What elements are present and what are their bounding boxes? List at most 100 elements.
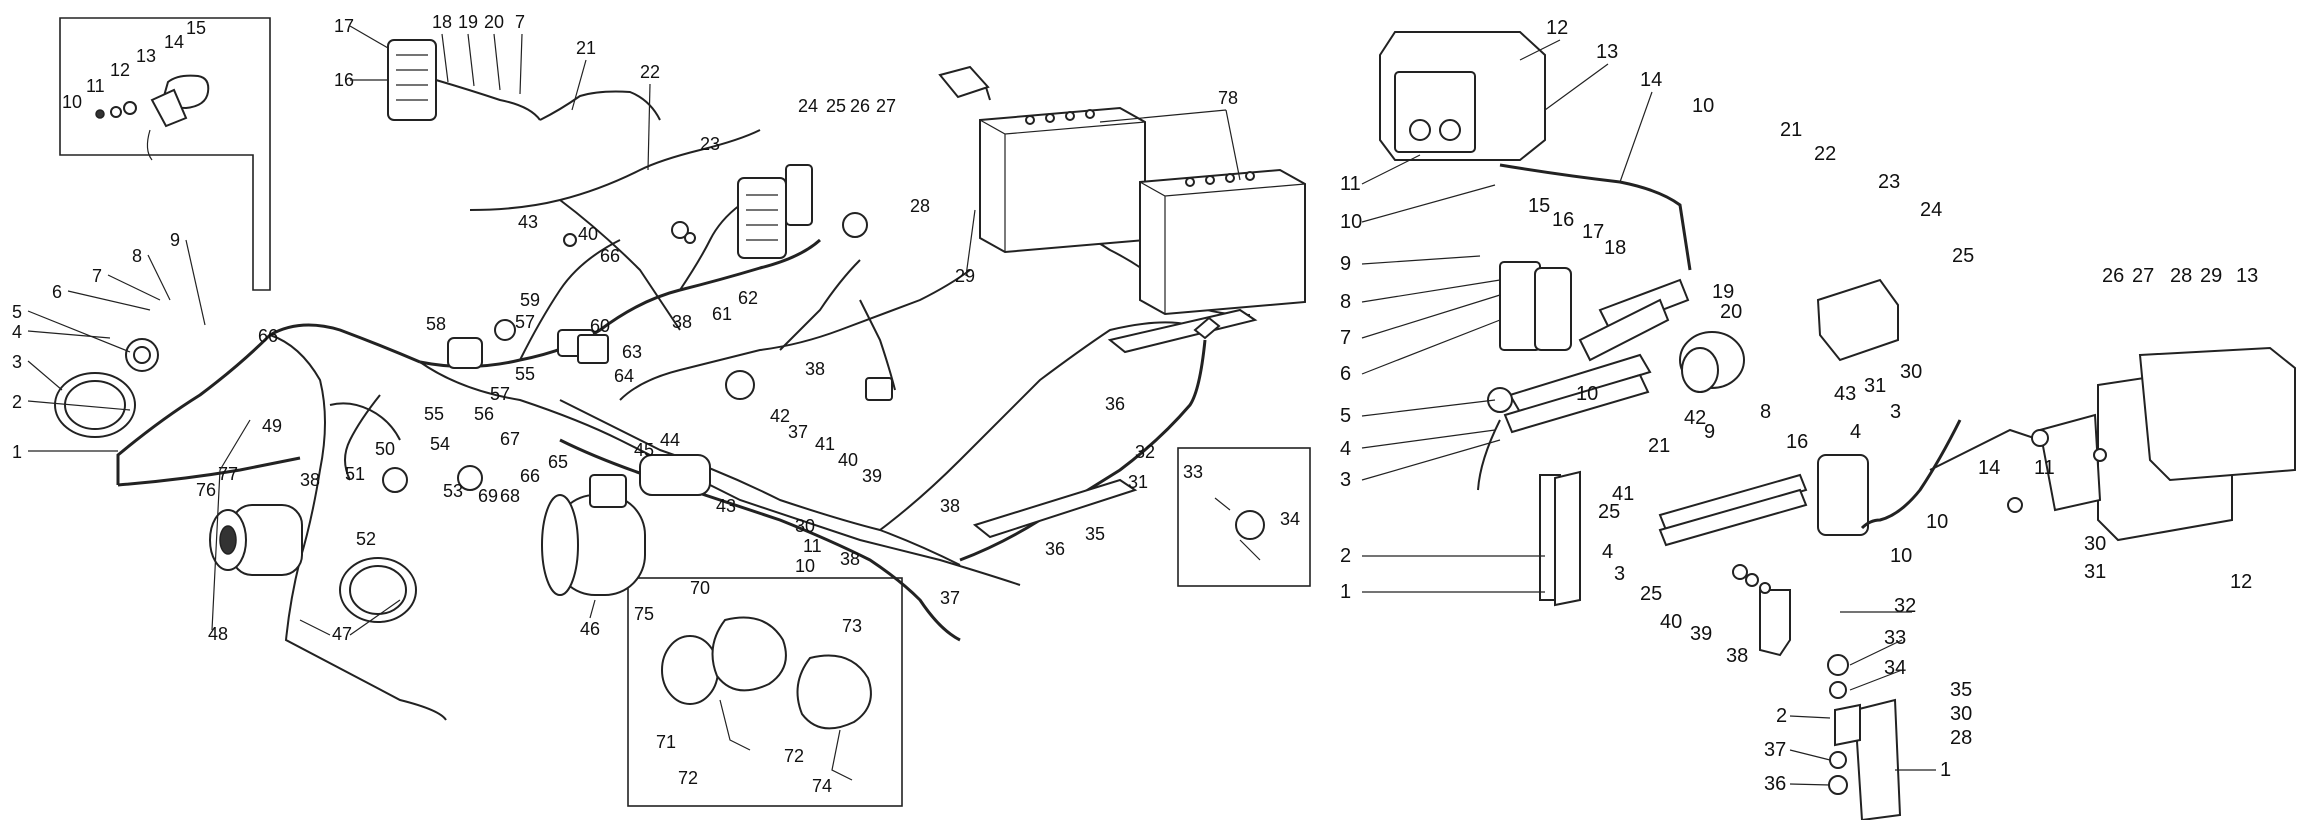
callout-73: 73 <box>842 616 862 636</box>
rcallout-29: 29 <box>2200 265 2222 287</box>
rcallout-30b: 30 <box>2084 533 2106 555</box>
rcallout-32: 32 <box>1894 595 1916 617</box>
callout-66: 66 <box>520 466 540 486</box>
callout-21: 21 <box>576 38 596 58</box>
rcallout-21: 21 <box>1780 119 1802 141</box>
callout-40b: 40 <box>578 224 598 244</box>
rcallout-10d: 10 <box>1926 511 1948 533</box>
callout-54: 54 <box>430 434 450 454</box>
callout-45: 45 <box>634 440 654 460</box>
callout-47: 47 <box>332 624 352 644</box>
rcallout-3: 3 <box>1340 469 1351 491</box>
callout-31: 31 <box>1128 472 1148 492</box>
callout-2: 2 <box>12 392 22 412</box>
rcallout-6: 6 <box>1340 363 1351 385</box>
callout-10b: 10 <box>795 556 815 576</box>
callout-57b: 57 <box>515 312 535 332</box>
rcallout-11: 11 <box>1340 173 1361 195</box>
callout-38b: 38 <box>805 359 825 379</box>
callout-7: 7 <box>92 266 102 286</box>
callout-35: 35 <box>1085 524 1105 544</box>
rcallout-13: 13 <box>1596 41 1618 63</box>
callout-6: 6 <box>52 282 62 302</box>
callout-46: 46 <box>580 619 600 639</box>
rcallout-1b: 1 <box>1940 759 1951 781</box>
rcallout-37: 37 <box>1764 739 1786 761</box>
rear-lamp-top <box>387 39 541 121</box>
callout-77: 77 <box>218 464 238 484</box>
rcallout-21b: 21 <box>1648 435 1670 457</box>
callout-58: 58 <box>426 314 446 334</box>
callout-8: 8 <box>132 246 142 266</box>
rcallout-16b: 16 <box>1786 431 1808 453</box>
right-hardware-diagram: 1 2 3 4 5 6 7 8 9 10 11 12 13 14 10 21 2… <box>1340 17 2296 820</box>
rcallout-5: 5 <box>1340 405 1351 427</box>
callout-32: 32 <box>1135 442 1155 462</box>
callout-72: 72 <box>678 768 698 788</box>
rcallout-10: 10 <box>1340 211 1362 233</box>
rcallout-7: 7 <box>1340 327 1351 349</box>
callout-62: 62 <box>738 288 758 308</box>
rcallout-43: 43 <box>1834 383 1856 405</box>
rcallout-3c: 3 <box>1890 401 1901 423</box>
rcallout-12b: 12 <box>2230 571 2252 593</box>
left-leader-lines <box>27 25 1241 636</box>
rcallout-4c: 4 <box>1850 421 1861 443</box>
left-callouts: 1 2 3 4 5 6 7 8 9 10 11 12 13 14 15 16 1… <box>12 12 1300 796</box>
callout-72b: 72 <box>784 746 804 766</box>
callout-16: 16 <box>334 70 354 90</box>
inset-box-rear-lamp <box>59 17 271 291</box>
rcallout-22: 22 <box>1814 143 1836 165</box>
callout-37b: 37 <box>788 422 808 442</box>
rcallout-28b: 28 <box>1950 727 1972 749</box>
callout-39: 39 <box>862 466 882 486</box>
callout-4: 4 <box>12 322 22 342</box>
callout-36: 36 <box>1045 539 1065 559</box>
callout-40: 40 <box>838 450 858 470</box>
rcallout-33: 33 <box>1884 627 1906 649</box>
rcallout-13b: 13 <box>2236 265 2258 287</box>
rcallout-4: 4 <box>1340 438 1351 460</box>
callout-13: 13 <box>136 46 156 66</box>
small-components <box>382 212 1265 561</box>
callout-57: 57 <box>490 384 510 404</box>
rcallout-8: 8 <box>1340 291 1351 313</box>
rcallout-34: 34 <box>1884 657 1906 679</box>
rcallout-18: 18 <box>1604 237 1626 259</box>
callout-38c: 38 <box>672 312 692 332</box>
callout-19: 19 <box>458 12 478 32</box>
callout-29: 29 <box>955 266 975 286</box>
callout-64: 64 <box>614 366 634 386</box>
rcallout-3b: 3 <box>1614 563 1625 585</box>
callout-50: 50 <box>375 439 395 459</box>
battery-box-top <box>1379 31 1692 271</box>
rcallout-10b: 10 <box>1692 95 1714 117</box>
rcallout-25: 25 <box>1598 501 1620 523</box>
rcallout-27: 27 <box>2132 265 2154 287</box>
callout-15: 15 <box>186 18 206 38</box>
callout-71: 71 <box>656 732 676 752</box>
rcallout-4b: 4 <box>1602 541 1613 563</box>
rcallout-24: 24 <box>1920 199 1942 221</box>
callout-67: 67 <box>500 429 520 449</box>
callout-24: 24 <box>798 96 818 116</box>
rcallout-14: 14 <box>1640 69 1662 91</box>
rcallout-41: 41 <box>1612 483 1634 505</box>
rcallout-20: 20 <box>1720 301 1742 323</box>
inset-box-work-lamps <box>627 577 903 807</box>
callout-55b: 55 <box>515 364 535 384</box>
rcallout-39: 39 <box>1690 623 1712 645</box>
callout-75: 75 <box>634 604 654 624</box>
callout-30: 30 <box>795 516 815 536</box>
callout-78: 78 <box>1218 88 1238 108</box>
callout-66b: 66 <box>258 326 278 346</box>
rcallout-9b: 9 <box>1704 421 1715 443</box>
front-headlights <box>54 338 417 623</box>
rcallout-17: 17 <box>1582 221 1604 243</box>
callout-37: 37 <box>940 588 960 608</box>
callout-76: 76 <box>196 480 216 500</box>
callout-38d: 38 <box>940 496 960 516</box>
rcallout-25b: 25 <box>1640 583 1662 605</box>
rcallout-15: 15 <box>1528 195 1550 217</box>
rcallout-36: 36 <box>1764 773 1786 795</box>
